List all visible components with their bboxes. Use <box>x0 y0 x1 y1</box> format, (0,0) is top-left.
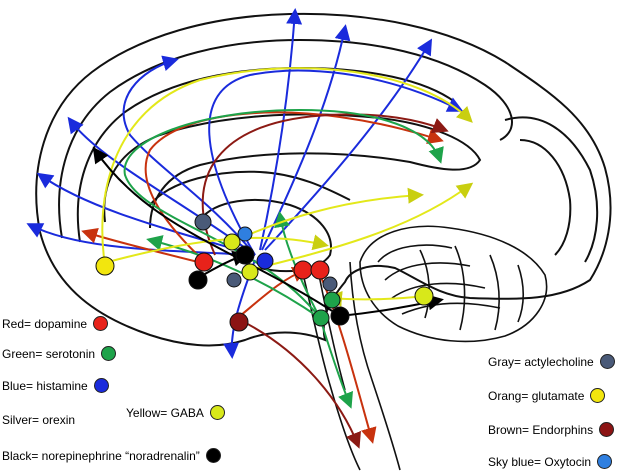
orange-dot-icon <box>590 388 606 403</box>
brainstem <box>299 261 401 471</box>
dopamine-nucleus <box>194 252 214 272</box>
green-dot-icon <box>101 346 117 361</box>
legend-label: Sky blue= Oxytocin <box>488 454 592 469</box>
legend-dopamine: Red= dopamine <box>2 316 109 331</box>
legend-gaba: Yellow= GABA <box>126 405 225 420</box>
acetylcholine-nucleus <box>226 272 242 288</box>
dopamine-nucleus <box>293 260 313 280</box>
glutamate-nucleus <box>95 256 115 276</box>
legend-label: Orang= glutamate <box>488 388 585 403</box>
serotonin-nucleus <box>323 291 341 309</box>
cerebellum <box>359 225 548 343</box>
cortex-outer <box>35 12 612 347</box>
legend-label: Black= norepinephrine “noradrenalin” <box>2 448 200 463</box>
nuclei <box>95 213 434 332</box>
legend-label: Brown= Endorphins <box>488 422 594 437</box>
legend-label: Blue= histamine <box>2 378 88 393</box>
legend-orexin: Silver= orexin <box>2 413 75 427</box>
legend-acetylcholine: Gray= actylecholine <box>488 354 615 369</box>
sky-blue-dot-icon <box>597 454 613 469</box>
norepinephrine-nucleus <box>235 245 255 265</box>
gaba-nucleus <box>241 263 259 281</box>
occipital-gyrus <box>519 139 572 256</box>
legend-label: Yellow= GABA <box>126 405 204 420</box>
lateral-ventricle <box>149 170 351 206</box>
endorphin-nucleus <box>229 312 249 332</box>
acetylcholine-nucleus <box>322 276 338 292</box>
legend-glutamate: Orang= glutamate <box>488 388 606 403</box>
gray-dot-icon <box>599 354 615 369</box>
legend-label: Gray= actylecholine <box>488 354 594 369</box>
acetylcholine-nucleus <box>194 213 212 231</box>
gaba-nucleus <box>223 233 241 251</box>
blue-dot-icon <box>93 378 109 393</box>
histamine-nucleus <box>256 252 274 270</box>
gaba-nucleus <box>414 286 434 306</box>
yellow-dot-icon <box>209 405 225 420</box>
serotonin-nucleus <box>312 309 330 327</box>
legend-label: Silver= orexin <box>2 413 76 427</box>
norepinephrine-nucleus <box>188 270 208 290</box>
dopamine-nucleus <box>310 260 330 280</box>
legend-serotonin: Green= serotonin <box>2 346 117 361</box>
legend-norepinephrine: Black= norepinephrine “noradrenalin” <box>2 448 221 463</box>
occipital-lobe <box>504 116 599 263</box>
legend-label: Red= dopamine <box>2 316 88 331</box>
oxytocin-nucleus <box>237 226 253 242</box>
black-dot-icon <box>205 448 221 463</box>
cortex-inner-1 <box>58 38 513 239</box>
norepinephrine-nucleus <box>330 306 350 326</box>
endorphin-pathways <box>201 113 449 449</box>
brown-dot-icon <box>599 422 615 437</box>
legend-histamine: Blue= histamine <box>2 378 109 393</box>
red-dot-icon <box>93 316 109 331</box>
legend-endorphins: Brown= Endorphins <box>488 422 615 437</box>
legend-oxytocin: Sky blue= Oxytocin <box>488 454 613 469</box>
legend-label: Green= serotonin <box>2 346 96 361</box>
dopamine-pathways <box>81 111 444 444</box>
histamine-pathways <box>26 8 464 359</box>
